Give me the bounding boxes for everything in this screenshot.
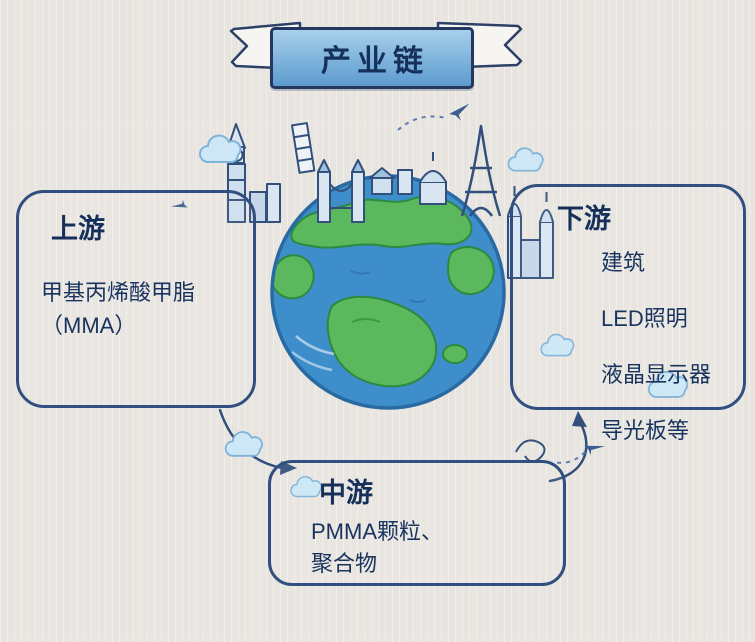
globe-earth-icon — [270, 174, 506, 410]
midstream-title: 中游 — [319, 478, 373, 508]
banner-title: 产业链 — [321, 45, 429, 78]
upstream-line1: 甲基丙烯酸甲脂 — [41, 280, 196, 305]
houses-icon — [369, 167, 413, 195]
banner-panel: 产业链 — [270, 27, 474, 89]
downstream-box: 下游 建筑 LED照明 液晶显示器 导光板等 — [510, 184, 746, 443]
downstream-item-lcd-display: 液晶显示器 — [601, 362, 712, 387]
downstream-item-construction: 建筑 — [601, 250, 646, 275]
eiffel-tower-icon — [460, 124, 502, 217]
downstream-items: 建筑 LED照明 液晶显示器 导光板等 — [601, 246, 743, 447]
midstream-line1: PMMA颗粒、 — [311, 519, 444, 544]
midstream-line2: 聚合物 — [311, 550, 378, 576]
midstream-box: 中游 PMMA颗粒、 聚合物 — [268, 460, 566, 586]
downstream-item-light-guide-plate: 导光板等 — [601, 418, 690, 443]
midstream-body: PMMA颗粒、 聚合物 — [311, 516, 563, 580]
dome-building-icon — [419, 152, 447, 205]
upstream-title: 上游 — [51, 214, 105, 244]
downstream-item-led-lighting: LED照明 — [601, 306, 688, 331]
upstream-line2: （MMA） — [41, 313, 137, 338]
landmarks-skyline — [227, 122, 554, 279]
upstream-body: 甲基丙烯酸甲脂 （MMA） — [41, 276, 253, 342]
downstream-title: 下游 — [557, 204, 611, 234]
upstream-box: 上游 甲基丙烯酸甲脂 （MMA） — [16, 190, 256, 408]
pisa-tower-icon — [291, 122, 316, 174]
tower-bridge-icon — [317, 159, 365, 223]
